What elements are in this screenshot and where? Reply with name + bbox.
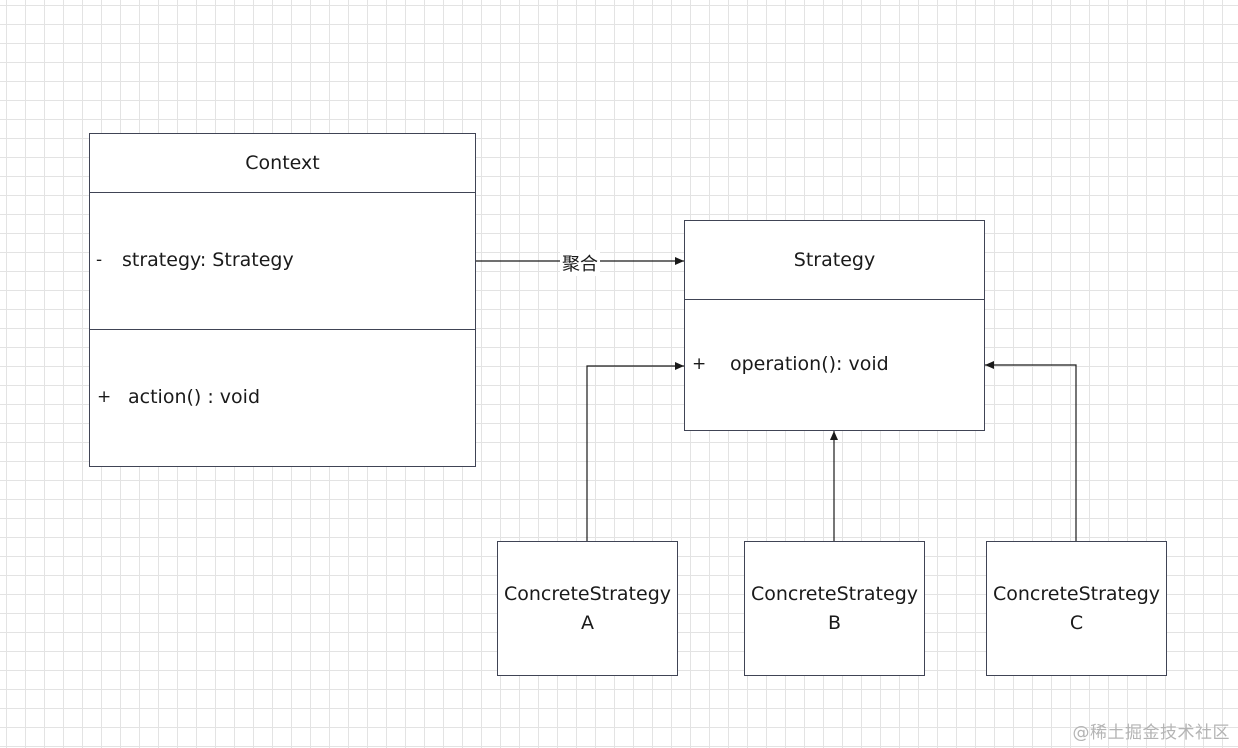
concrete-strategy-c-suffix: C (1069, 611, 1084, 634)
method-text: operation(): void (730, 353, 889, 375)
attribute-visibility: - (96, 250, 103, 270)
concrete-strategy-b-name: ConcreteStrategy (750, 582, 918, 605)
method-visibility: + (692, 354, 707, 374)
concrete-strategy-a-suffix: A (581, 611, 594, 634)
inheritance-line-a (586, 362, 684, 541)
attribute-text: strategy: Strategy (122, 249, 294, 271)
concrete-strategy-b-suffix: B (827, 611, 842, 634)
context-class-name: Context (90, 134, 475, 193)
concrete-strategy-b[interactable]: ConcreteStrategy B (744, 541, 925, 676)
aggregation-label: 聚合 (560, 250, 600, 276)
concrete-strategy-c[interactable]: ConcreteStrategy C (986, 541, 1167, 676)
context-divider (90, 329, 475, 330)
context-attribute: - strategy: Strategy (96, 249, 294, 271)
strategy-class-name: Strategy (685, 221, 984, 300)
concrete-strategy-a-name: ConcreteStrategy (503, 582, 671, 605)
watermark: @稀土掘金技术社区 (1072, 723, 1230, 743)
inheritance-line-c (985, 361, 1077, 541)
strategy-class[interactable]: Strategy + operation(): void (684, 220, 985, 431)
context-method: + action() : void (97, 386, 260, 408)
method-visibility: + (97, 387, 112, 407)
strategy-method: + operation(): void (692, 353, 889, 375)
concrete-strategy-c-name: ConcreteStrategy (992, 582, 1160, 605)
concrete-strategy-a[interactable]: ConcreteStrategy A (497, 541, 678, 676)
context-class[interactable]: Context - strategy: Strategy + action() … (89, 133, 476, 467)
method-text: action() : void (128, 386, 260, 408)
